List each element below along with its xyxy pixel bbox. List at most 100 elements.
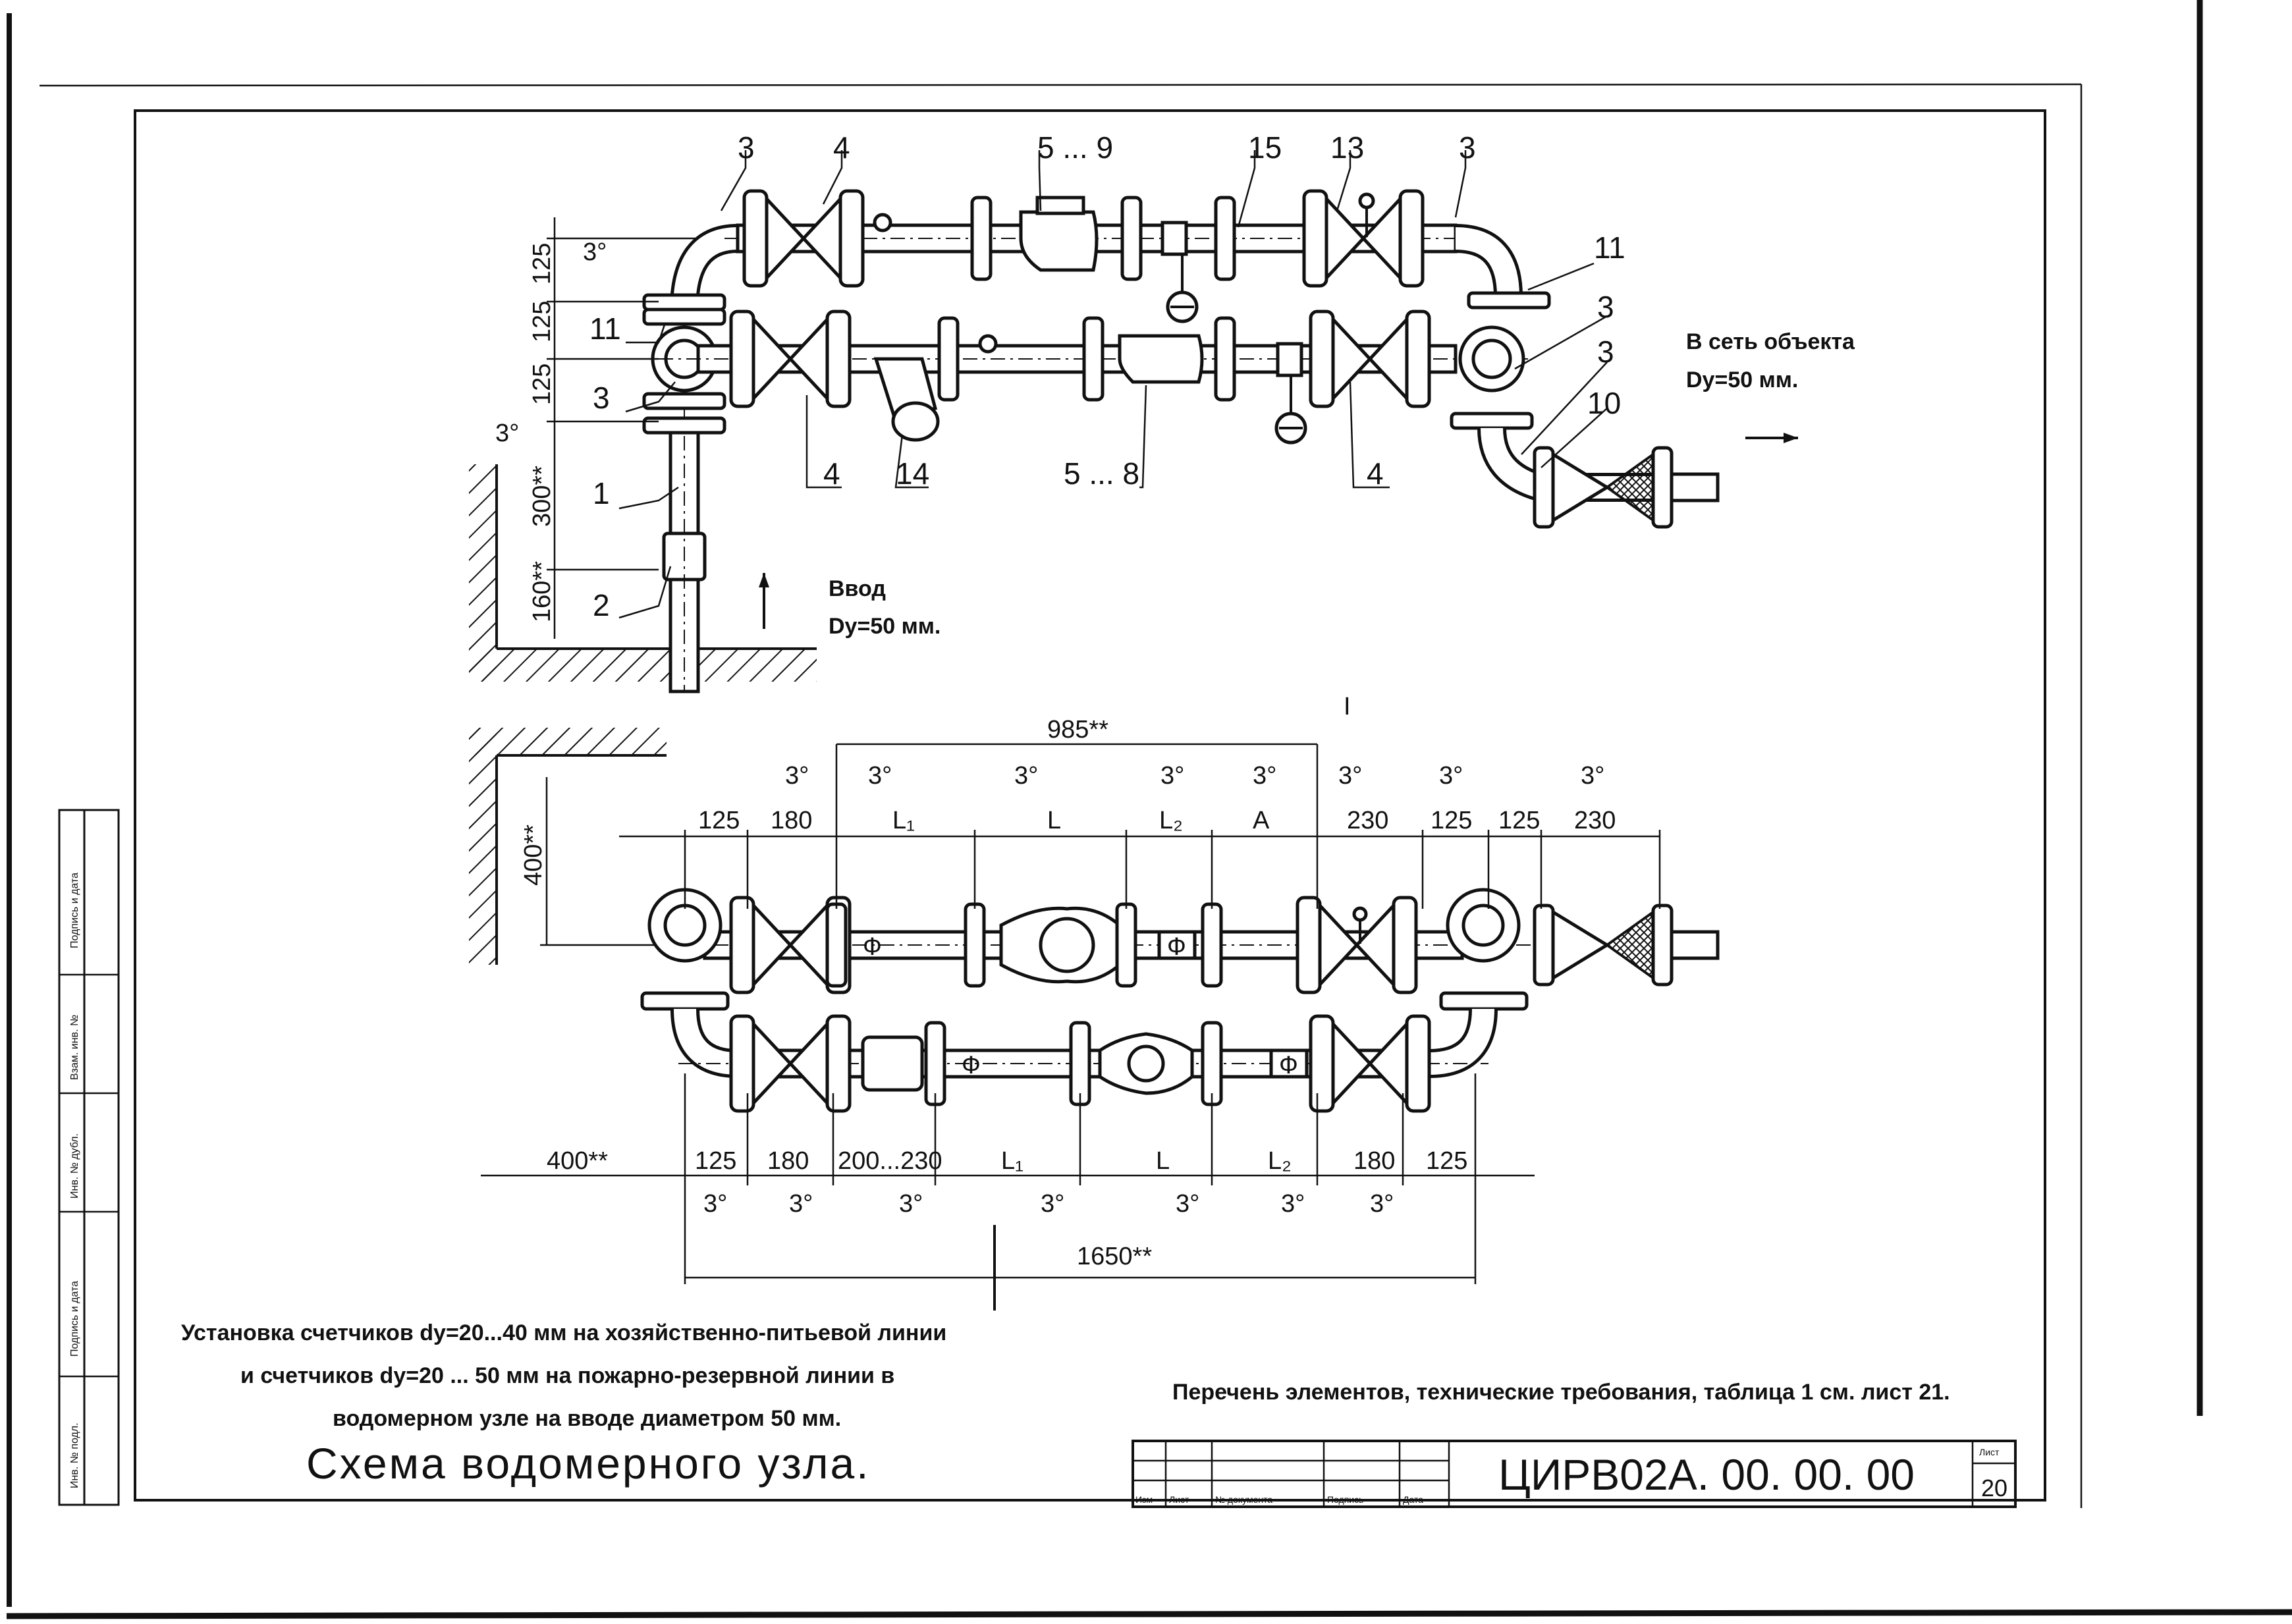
reference-note: Перечень элементов, технические требован… <box>1172 1380 1950 1405</box>
top-angle-1: 3° <box>785 762 809 790</box>
stamp-1: Подпись и дата <box>69 873 80 948</box>
callout-10: 10 <box>1587 386 1621 420</box>
tb-col-1: Изм <box>1135 1494 1153 1505</box>
bottom-seg-1: 400** <box>547 1147 608 1175</box>
caption-line-1: Установка счетчиков dy=20...40 мм на хоз… <box>181 1320 946 1345</box>
water-meter-top <box>1019 210 1099 272</box>
phi-mark-2: Ф <box>1167 933 1186 961</box>
dim-1650: 1650** <box>1077 1243 1152 1270</box>
top-seg-7: 230 <box>1347 807 1388 834</box>
inlet-label-1: Ввод <box>829 576 886 601</box>
top-seg-4: L <box>1047 807 1061 834</box>
callout-5-9: 5 ... 9 <box>1037 130 1113 165</box>
outlet-label-2: Dy=50 мм. <box>1686 367 1798 392</box>
bottom-seg-2: 125 <box>695 1147 736 1175</box>
top-seg-6: A <box>1253 807 1270 834</box>
callout-5-8: 5 ... 8 <box>1064 456 1139 491</box>
callout-4-top: 4 <box>833 130 850 165</box>
inlet-label-2: Dy=50 мм. <box>829 614 941 639</box>
top-angle-8: 3° <box>1581 762 1604 790</box>
callout-3-top-left: 3 <box>738 130 755 165</box>
bottom-angle-7: 3° <box>1370 1190 1394 1218</box>
side-stamp: Подпись и дата Взам. инв. № Инв. № дубл.… <box>58 809 120 1506</box>
callout-1: 1 <box>593 476 610 510</box>
bottom-angle-5: 3° <box>1176 1190 1199 1218</box>
top-angle-6: 3° <box>1338 762 1362 790</box>
tb-col-2: Лист <box>1169 1494 1189 1505</box>
gate-valve-4-right <box>1311 311 1429 406</box>
bottom-seg-5: L₁ <box>1001 1147 1023 1175</box>
angle-3-top: 3° <box>583 238 607 266</box>
top-seg-1: 125 <box>698 807 740 834</box>
tb-sheet-label: Лист <box>1979 1447 2000 1457</box>
callout-14: 14 <box>896 456 929 491</box>
callout-3-left: 3 <box>593 381 610 415</box>
dim-985: 985** <box>1047 716 1108 744</box>
phi-mark-1: Ф <box>863 933 882 961</box>
dim-125-top: 125 <box>528 243 556 284</box>
dim-125-mid: 125 <box>528 301 556 342</box>
callout-11-right: 11 <box>1594 230 1625 265</box>
outlet-label-1: В сеть объекта <box>1686 329 1855 354</box>
valve-lower-bottom-2 <box>1311 1016 1429 1111</box>
phi-mark-4: Ф <box>1279 1052 1298 1079</box>
dim-400-wall: 400** <box>520 825 547 886</box>
bottom-angle-6: 3° <box>1281 1190 1305 1218</box>
drawing-title: Схема водомерного узла. <box>306 1439 871 1488</box>
callout-15: 15 <box>1248 130 1282 165</box>
bottom-angle-3: 3° <box>899 1190 923 1218</box>
upper-plan: 3 4 5 ... 9 15 13 3 11 3 3 10 11 3 1 2 4… <box>469 130 1855 693</box>
wall-hatch-lower <box>469 728 497 965</box>
callout-2: 2 <box>593 588 610 622</box>
dim-160: 160** <box>528 561 556 622</box>
bottom-angle-1: 3° <box>703 1190 727 1218</box>
manometer-top <box>1168 254 1197 321</box>
callout-11-left: 11 <box>589 311 621 346</box>
top-seg-10: 230 <box>1574 807 1616 834</box>
top-seg-5: L₂ <box>1159 807 1183 834</box>
sheet-frame <box>6 0 2292 1619</box>
wall-hatch <box>469 464 497 682</box>
stamp-2: Взам. инв. № <box>69 1015 80 1080</box>
sheet-number: 20 <box>1981 1475 2007 1502</box>
callout-13: 13 <box>1330 130 1364 165</box>
phi-mark-3: Ф <box>962 1052 981 1079</box>
bottom-seg-7: L₂ <box>1268 1147 1292 1175</box>
dim-125-low: 125 <box>528 364 556 405</box>
top-angle-4: 3° <box>1160 762 1184 790</box>
title-block: Изм Лист № документа Подпись Дата Лист Ц… <box>1132 1440 2017 1508</box>
top-seg-8: 125 <box>1431 807 1472 834</box>
top-angle-3: 3° <box>1014 762 1038 790</box>
gate-valve-4-top <box>744 191 863 286</box>
valve-lower-bottom-1 <box>731 1016 850 1111</box>
floor-hatch <box>469 649 817 682</box>
angle-3-low: 3° <box>495 420 519 447</box>
water-meter-low <box>1118 334 1204 384</box>
top-seg-9: 125 <box>1498 807 1540 834</box>
callout-4-low: 4 <box>823 456 840 491</box>
dim-300: 300** <box>528 466 556 527</box>
filter-10 <box>1604 452 1654 523</box>
bottom-angle-2: 3° <box>789 1190 813 1218</box>
stamp-3: Инв. № дубл. <box>69 1133 80 1199</box>
tb-col-5: Дата <box>1403 1494 1423 1505</box>
stamp-4: Подпись и дата <box>69 1281 80 1357</box>
caption-line-2: и счетчиков dy=20 ... 50 мм на пожарно-р… <box>240 1363 894 1388</box>
designation: ЦИРВ02А. 00. 00. 00 <box>1498 1450 1915 1499</box>
manometer-low <box>1276 375 1305 443</box>
tb-col-3: № документа <box>1215 1494 1272 1505</box>
top-angle-7: 3° <box>1439 762 1463 790</box>
strainer-lower <box>861 1035 924 1092</box>
stamp-5: Инв. № подл. <box>69 1422 80 1488</box>
bottom-angle-4: 3° <box>1041 1190 1064 1218</box>
tick-mark: I <box>1344 693 1351 720</box>
lower-plan: 400** Ф Ф <box>469 693 1720 1311</box>
bottom-seg-4: 200...230 <box>838 1147 942 1175</box>
bottom-seg-8: 180 <box>1353 1147 1395 1175</box>
caption-line-3: водомерном узле на вводе диаметром 50 мм… <box>333 1406 841 1431</box>
bottom-seg-9: 125 <box>1426 1147 1467 1175</box>
top-angle-2: 3° <box>868 762 892 790</box>
bottom-seg-3: 180 <box>767 1147 809 1175</box>
top-seg-3: L₁ <box>892 807 915 834</box>
